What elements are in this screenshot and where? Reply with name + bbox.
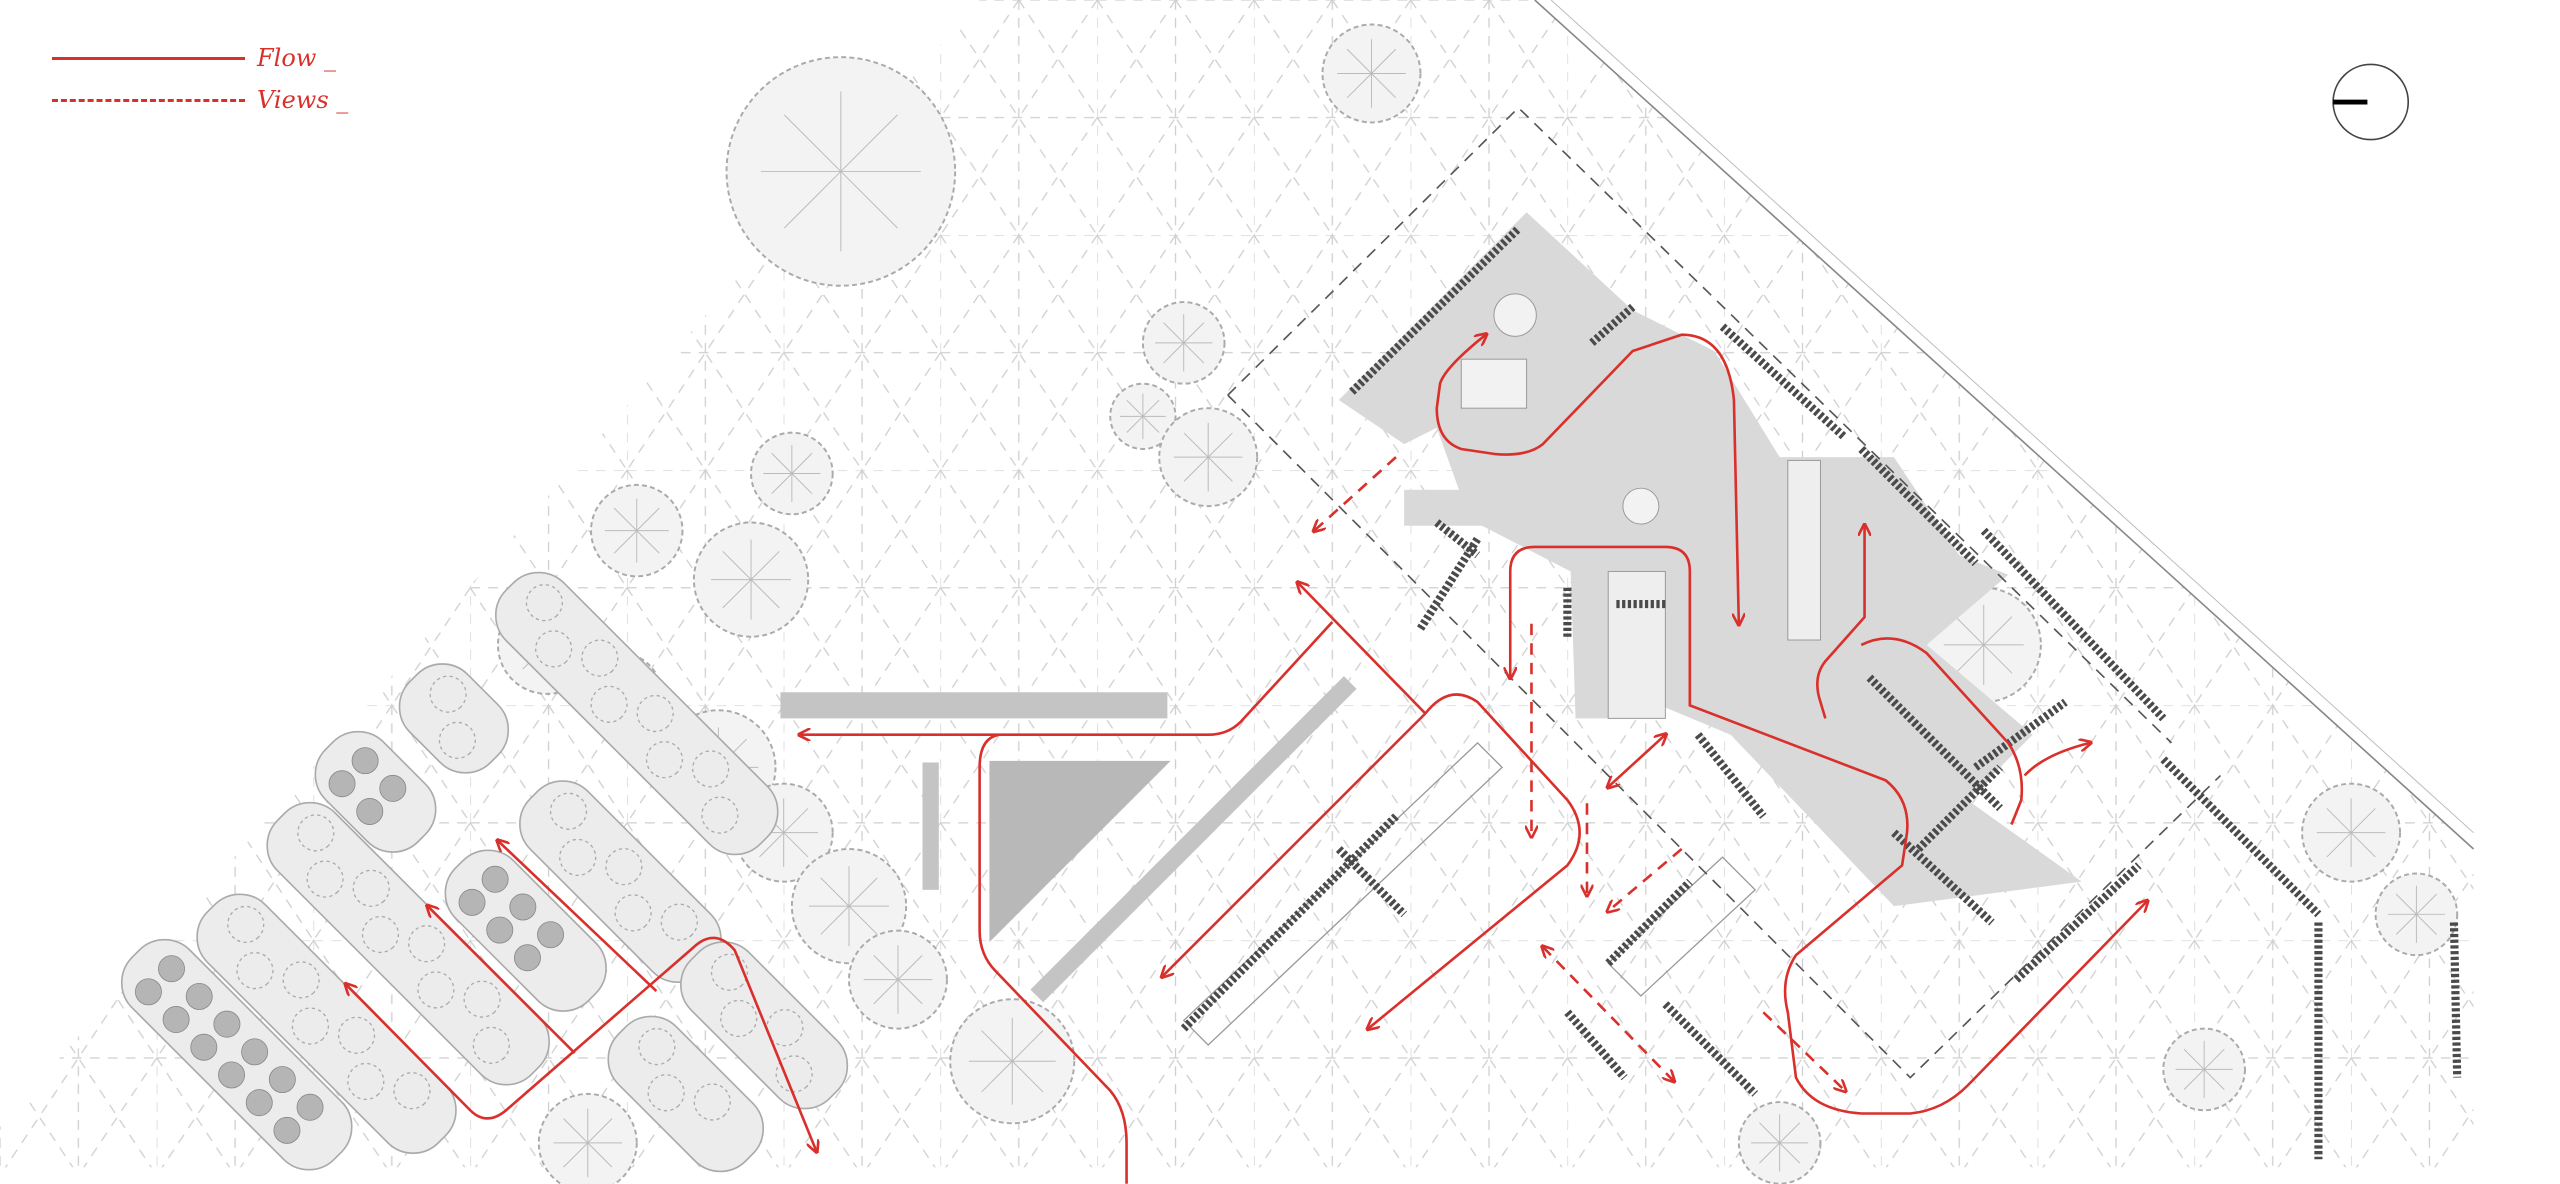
legend-views: Views _	[52, 86, 348, 114]
flow-label: Flow _	[257, 44, 336, 72]
wall	[1719, 323, 1848, 441]
planter	[120, 938, 353, 1171]
building-wing	[1404, 489, 1568, 526]
tree-icon	[848, 929, 948, 1030]
wall	[1180, 813, 1399, 1032]
tree-icon	[1158, 407, 1259, 508]
triangular-pool	[989, 760, 1171, 943]
planter	[314, 730, 437, 853]
tree-icon	[750, 431, 834, 516]
wall	[2449, 922, 2462, 1078]
views-line-swatch	[52, 98, 245, 102]
view-lines	[1314, 456, 1845, 1090]
flow-path	[1162, 712, 1427, 976]
flow-paths	[346, 335, 2147, 1184]
tree-icon	[692, 521, 810, 638]
flow-path	[800, 621, 1334, 735]
kitchen-island	[1607, 570, 1666, 719]
north-arrow-icon	[2332, 63, 2410, 141]
side-table	[1622, 487, 1660, 525]
planter	[444, 849, 607, 1012]
low-wall-slab	[922, 762, 939, 890]
tree-icon	[1141, 301, 1226, 385]
property-boundary	[1534, 0, 2475, 850]
tree-icon	[790, 848, 908, 965]
flow-path	[1435, 335, 1739, 624]
flow-path	[498, 841, 658, 992]
wall	[1335, 846, 1408, 918]
water-channel	[1030, 676, 1357, 1003]
flow-path	[2023, 743, 2090, 777]
tree-icon	[590, 483, 684, 578]
flow-line-swatch	[52, 56, 245, 60]
legend-flow: Flow _	[52, 44, 336, 72]
counter	[1787, 459, 1821, 641]
wall	[2160, 756, 2322, 918]
tree-icon	[949, 998, 1076, 1125]
flow-path	[1608, 735, 1665, 787]
planter	[494, 571, 779, 856]
flow-path	[1298, 583, 1427, 715]
flow-path	[1510, 545, 2147, 1115]
views-label: Views _	[257, 86, 349, 114]
flow-path	[346, 936, 816, 1151]
wall	[1417, 536, 1482, 631]
wall	[1662, 1001, 1759, 1097]
dining-table	[1460, 358, 1528, 409]
tree-icon	[1321, 23, 1422, 124]
lounge-table	[1493, 293, 1537, 337]
tree-icon	[2374, 872, 2459, 957]
tree-icon	[2162, 1027, 2246, 1112]
roof-outline-lower	[1227, 394, 2222, 1079]
flow-path	[1860, 637, 2024, 825]
flow-path	[1816, 526, 1864, 719]
planter	[398, 663, 510, 774]
wall	[1858, 446, 1979, 567]
tree-icon	[2301, 782, 2402, 883]
tree-icon	[1737, 1101, 1822, 1184]
tree-icon	[725, 56, 957, 287]
wall	[1434, 519, 1481, 559]
view-line	[1608, 848, 1683, 911]
bench-slab	[780, 692, 1168, 719]
flow-path	[428, 906, 576, 1055]
property-boundary-inner	[1550, 0, 2474, 834]
flow-path	[978, 733, 1128, 1184]
tree-icon	[1109, 382, 1177, 450]
wall	[1349, 225, 1522, 395]
